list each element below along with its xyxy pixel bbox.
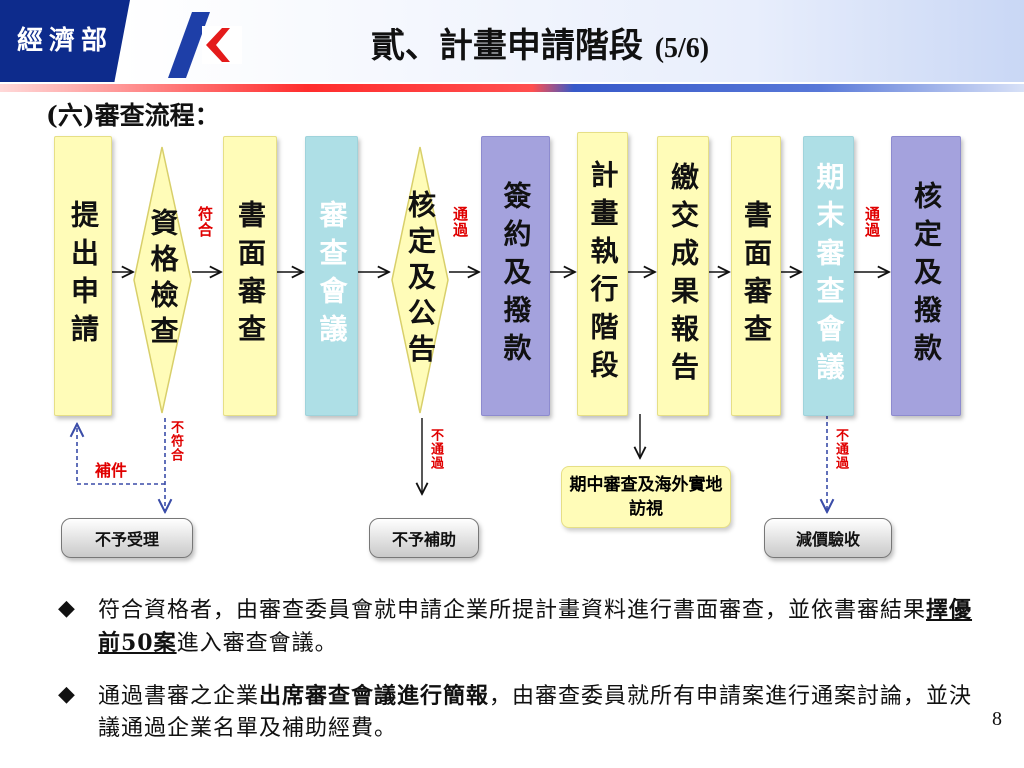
outcome-not-accepted: 不予受理 — [61, 518, 193, 558]
title-text: 貳、計畫申請階段 — [370, 26, 643, 66]
outcome-no-subsidy: 不予補助 — [369, 518, 479, 558]
note-qualified: 符合 — [196, 206, 214, 238]
diamond-shape-2 — [391, 146, 449, 414]
step-final-document-review: 書面審查 — [731, 136, 781, 416]
step-eligibility-check: 資格檢查 — [133, 146, 192, 414]
bullet-1: 符合資格者，由審查委員會就申請企業所提計畫資料進行書面審查，並依書審結果擇優前5… — [98, 594, 983, 660]
step-review-meeting: 審查會議 — [305, 136, 358, 416]
step-final-review-meeting: 期末審查會議 — [803, 136, 854, 416]
page-title: 貳、計畫申請階段 (5/6) — [260, 18, 820, 67]
step-approval-label: 核定及公告 — [404, 190, 437, 370]
step-approval-announcement: 核定及公告 — [391, 146, 449, 414]
step-approval-payment: 核定及撥款 — [891, 136, 961, 416]
note-not-passed-1: 不通過 — [428, 428, 443, 470]
bullet-1-part1: 符合資格者，由審查委員會就申請企業所提計畫資料進行書面審查，並依書審結果 — [98, 598, 927, 623]
bullet-icon-2: ◆ — [58, 682, 75, 707]
step-project-execution: 計畫執行階段 — [577, 132, 628, 416]
step-submit-application: 提出申請 — [54, 136, 112, 416]
step-document-review: 書面審查 — [223, 136, 277, 416]
note-not-qualified: 不符合 — [168, 420, 183, 462]
ministry-logo: 經濟部 — [0, 0, 130, 82]
outcome-reduced-acceptance: 減價驗收 — [764, 518, 892, 558]
title-page: (5/6) — [654, 33, 710, 64]
step-contract-payment: 簽約及撥款 — [481, 136, 550, 416]
bullet-2-part1: 通過書審之企業 — [98, 684, 260, 709]
bullet-2-emphasis: 出席審查會議進行簡報 — [259, 683, 490, 709]
section-title: (六)審查流程： — [46, 101, 220, 130]
accent-bar — [0, 84, 1024, 92]
bullet-2-part2: ，由審查委員就所有申請案進行通案討論，並決議通過企業名單及補助經費。 — [98, 684, 973, 741]
outcome-midterm-review: 期中審查及海外實地訪視 — [561, 466, 731, 528]
bullet-1-part2: 進入審查會議。 — [176, 631, 338, 656]
moea-emblem-icon — [168, 12, 242, 78]
bullet-1-emphasis: 擇優前50案 — [98, 597, 973, 656]
step-submit-report: 繳交成果報告 — [657, 136, 709, 416]
note-not-passed-2: 不通過 — [833, 428, 848, 470]
diamond-shape — [133, 146, 192, 414]
note-supplement: 補件 — [95, 461, 128, 480]
note-passed-1: 通過 — [451, 206, 469, 238]
note-passed-2: 通過 — [863, 206, 881, 238]
bullet-2: 通過書審之企業出席審查會議進行簡報，由審查委員就所有申請案進行通案討論，並決議通… — [98, 680, 983, 745]
header-band — [120, 0, 1024, 82]
bullet-icon-1: ◆ — [58, 596, 75, 621]
page-number: 8 — [992, 708, 1002, 730]
header: 經濟部 貳、計畫申請階段 (5/6) — [0, 0, 1024, 90]
arrow-supplement — [77, 424, 165, 485]
step-eligibility-label: 資格檢查 — [146, 208, 180, 352]
